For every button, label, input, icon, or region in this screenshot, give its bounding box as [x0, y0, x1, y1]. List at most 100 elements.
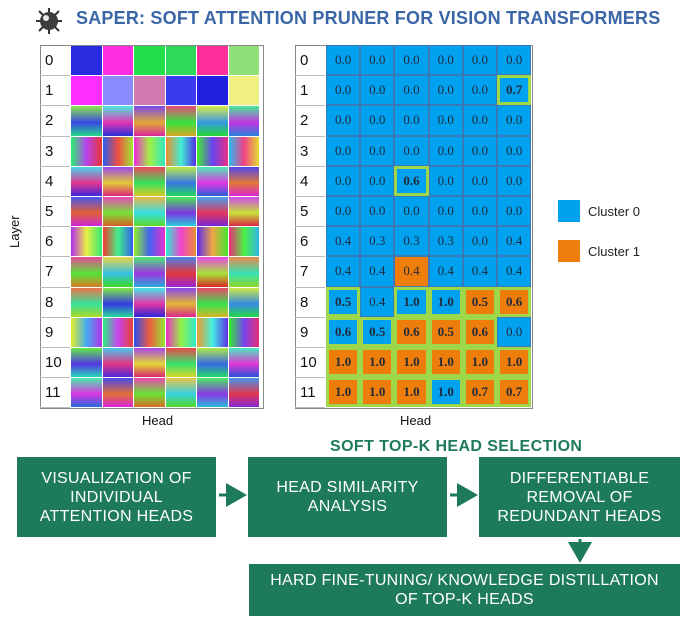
attention-thumbnail — [197, 317, 228, 347]
left-row-divider — [40, 135, 70, 137]
right-row-label-0: 0 — [300, 52, 309, 69]
heatmap-value: 0.7 — [471, 384, 489, 400]
heatmap-cell — [462, 75, 497, 106]
left-row-label-10: 10 — [45, 354, 62, 371]
heatmap-cell — [326, 316, 361, 347]
right-row-divider — [295, 165, 325, 167]
attention-thumbnail — [197, 227, 228, 257]
attention-thumbnail — [102, 76, 133, 106]
heatmap-value: 0.0 — [437, 142, 454, 158]
heatmap-value: 0.5 — [437, 323, 454, 339]
heatmap-value: 0.0 — [403, 52, 420, 68]
heatmap-value: 1.0 — [403, 293, 420, 309]
right-row-divider — [295, 286, 325, 288]
heatmap-cell — [497, 226, 532, 257]
left-row-label-3: 3 — [45, 142, 54, 160]
heatmap-cell — [462, 347, 497, 378]
attention-thumbnail — [134, 106, 165, 136]
heatmap-cell — [326, 135, 361, 166]
attention-thumbnail — [134, 348, 165, 378]
heatmap-value: 0.0 — [403, 112, 420, 128]
attention-thumbnail — [134, 197, 165, 227]
heatmap-value: 0.0 — [403, 142, 420, 158]
heatmap-value: 1.0 — [403, 354, 420, 370]
attention-thumbnail — [197, 197, 228, 227]
heatmap-value: 0.0 — [471, 112, 489, 128]
attention-thumbnail — [228, 106, 259, 136]
heatmap-cell — [394, 256, 429, 287]
attention-thumbnail — [102, 287, 133, 317]
heatmap-value: 0.3 — [403, 233, 420, 249]
mine-logo-icon — [36, 8, 62, 34]
heatmap-cell — [326, 347, 361, 378]
heatmap-cell — [462, 135, 497, 166]
heatmap-value: 0.3 — [437, 233, 454, 249]
box-differentiable-removal: DIFFERENTIABLE REMOVAL OF REDUNDANT HEAD… — [479, 457, 680, 537]
heatmap-value: 1.0 — [437, 384, 454, 400]
heatmap-cell — [360, 316, 395, 347]
attention-thumbnail — [165, 378, 196, 408]
heatmap-cell — [326, 256, 361, 287]
left-row-divider — [40, 347, 70, 348]
heatmap-cell — [360, 45, 395, 76]
heatmap-cell — [497, 165, 532, 196]
right-row-label-6: 6 — [300, 233, 309, 251]
right-row-divider — [295, 377, 325, 379]
left-row-divider — [40, 105, 70, 107]
attention-thumbnail — [228, 287, 259, 317]
heatmap-value: 0.0 — [334, 52, 352, 68]
left-row-divider — [40, 226, 70, 228]
heatmap-cell — [394, 105, 429, 136]
attention-thumbnail — [71, 46, 102, 76]
heatmap-value: 0.0 — [505, 142, 523, 158]
heatmap-value: 0.0 — [437, 203, 454, 219]
heatmap-cell — [462, 105, 497, 136]
right-row-divider — [295, 256, 325, 258]
heatmap-cell — [497, 75, 532, 106]
heatmap-value: 0.0 — [471, 172, 489, 188]
attention-thumbnail — [102, 348, 133, 378]
left-row-label-0: 0 — [45, 52, 54, 69]
attention-thumbnail — [71, 166, 102, 196]
heatmap-cell — [497, 135, 532, 166]
left-row-divider — [40, 377, 70, 379]
heatmap-value: 0.4 — [505, 233, 523, 249]
heatmap-value: 0.0 — [369, 82, 386, 98]
attention-thumbnail — [165, 106, 196, 136]
heatmap-value: 0.4 — [505, 263, 523, 279]
heatmap-cell — [394, 377, 429, 408]
left-row-divider — [40, 75, 70, 77]
attention-thumbnail — [102, 46, 133, 76]
attention-thumbnail — [71, 136, 102, 166]
heatmap-value: 0.5 — [369, 323, 386, 339]
heatmap-cell — [497, 256, 532, 287]
attention-thumbnail — [197, 348, 228, 378]
box-head-similarity: HEAD SIMILARITY ANALYSIS — [248, 457, 447, 537]
page-title: SAPER: SOFT ATTENTION PRUNER FOR VISION … — [76, 8, 661, 28]
attention-thumbnail — [197, 46, 228, 76]
heatmap-value: 0.5 — [334, 293, 352, 309]
attention-thumbnail — [228, 257, 259, 287]
heatmap-value: 0.0 — [437, 52, 454, 68]
attention-thumbnail — [71, 257, 102, 287]
attention-thumbnail — [197, 287, 228, 317]
right-row-divider — [295, 347, 325, 348]
left-row-label-2: 2 — [45, 112, 54, 130]
heatmap-cell — [360, 347, 395, 378]
heatmap-value: 1.0 — [403, 384, 420, 400]
heatmap-value: 0.0 — [437, 172, 454, 188]
attention-thumbnail — [165, 257, 196, 287]
heatmap-value: 0.0 — [471, 52, 489, 68]
attention-thumbnail — [134, 317, 165, 347]
heatmap-cell — [360, 377, 395, 408]
attention-thumbnail — [71, 378, 102, 408]
heatmap-value: 1.0 — [471, 354, 489, 370]
heatmap-value: 0.4 — [369, 263, 386, 279]
heatmap-value: 0.0 — [505, 323, 523, 339]
heatmap-value: 0.4 — [369, 293, 386, 309]
right-row-divider — [295, 226, 325, 228]
attention-thumbnail — [102, 227, 133, 257]
attention-thumbnail — [134, 257, 165, 287]
attention-thumbnail — [197, 257, 228, 287]
heatmap-value: 0.0 — [369, 52, 386, 68]
